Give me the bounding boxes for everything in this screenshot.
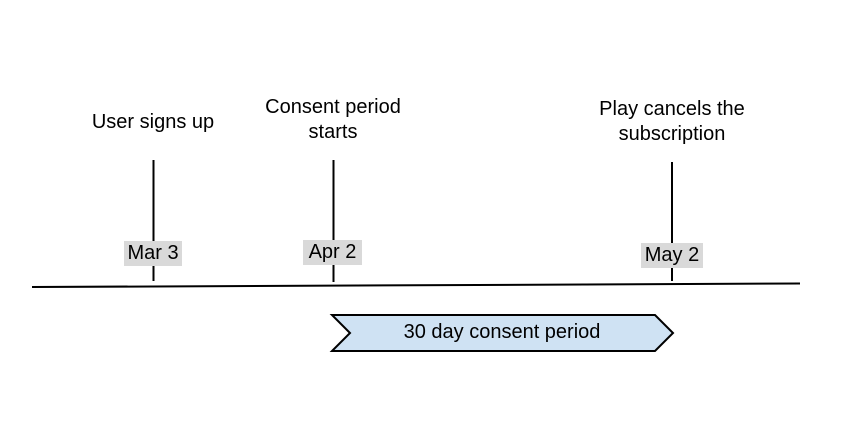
event-label-line: starts [308, 121, 358, 143]
timeline-axis [31, 282, 801, 288]
date-label-mar-3: Mar 3 [124, 241, 182, 266]
consent-period-arrow [329, 314, 675, 352]
consent-period-label: 30 day consent period [403, 321, 601, 343]
event-label-line: User signs up [91, 111, 215, 133]
event-label-line: Consent period [265, 96, 401, 118]
date-label-may-2: May 2 [641, 243, 703, 268]
event-label-user-signs-up: User signs up [73, 110, 233, 135]
event-label-line: Play cancels the [599, 98, 745, 120]
date-label-apr-2: Apr 2 [303, 240, 362, 265]
event-label-consent-period-starts: Consent period starts [253, 95, 413, 145]
event-label-line: subscription [618, 123, 726, 145]
event-label-play-cancels-subscription: Play cancels the subscription [587, 97, 757, 147]
